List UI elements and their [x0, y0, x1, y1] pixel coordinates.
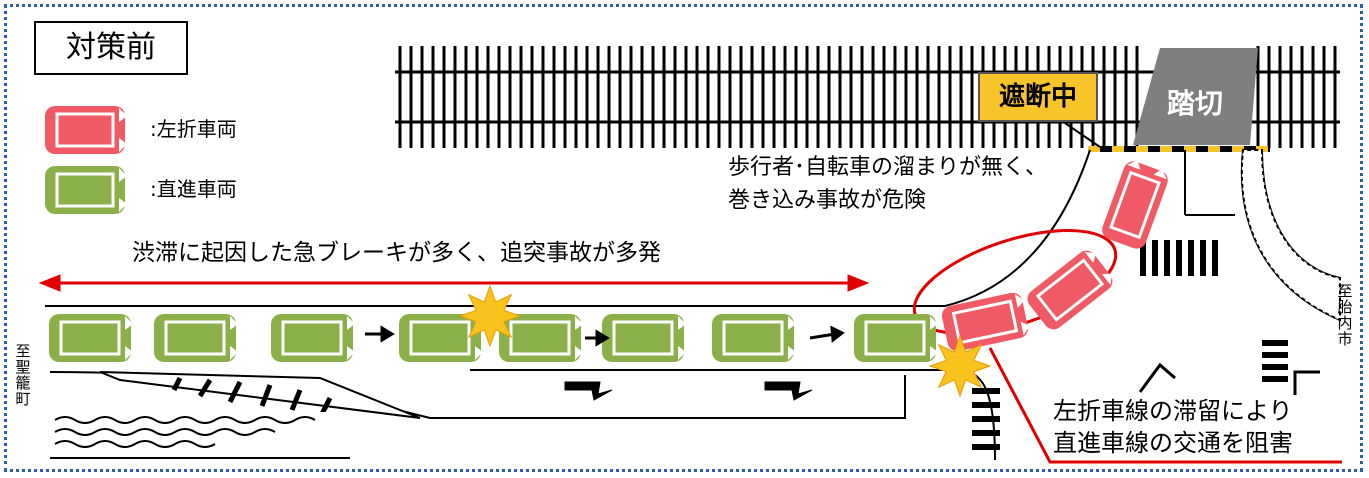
straight-car-icon — [399, 314, 483, 362]
legend-car-icon — [45, 106, 127, 154]
left-turn-car-icon — [1027, 250, 1113, 330]
lane-arrows — [564, 381, 813, 401]
railroad-crossing — [1133, 48, 1258, 145]
direction-left-char: 町 — [15, 390, 31, 408]
legend-straight-swatch — [45, 166, 127, 214]
direction-right-char: 市 — [1337, 330, 1353, 348]
legend-left-turn-swatch — [45, 106, 127, 154]
railway-track — [395, 46, 1340, 148]
direction-left-char: 至 — [15, 342, 31, 360]
direction-left-char: 籠 — [15, 374, 31, 392]
collision-burst-icon — [458, 284, 522, 348]
collision-markers — [458, 284, 992, 398]
straight-car-icon — [49, 314, 133, 362]
straight-car-icon — [712, 314, 796, 362]
island — [1241, 149, 1341, 322]
direction-right-label: 至 胎 内 市 — [1336, 283, 1354, 347]
straight-car-icon — [271, 314, 355, 362]
blocking-caption-line1: 左折車線の滞留により — [1053, 396, 1293, 426]
direction-left-label: 至 聖 籠 町 — [14, 343, 32, 407]
straight-vehicles — [49, 314, 938, 362]
status-badge: 遮断中 — [978, 72, 1098, 122]
straight-car-icon — [854, 314, 938, 362]
left-turn-vehicles — [941, 160, 1168, 352]
crossing-label: 踏切 — [1166, 87, 1223, 120]
pedestrian-caption-line1: 歩行者･自転車の溜まりが無く、 — [728, 153, 1048, 183]
congestion-caption: 渋滞に起因した急ブレーキが多く、追突事故が多発 — [132, 238, 661, 268]
direction-right-char: 胎 — [1337, 298, 1353, 316]
congestion-arrow — [38, 274, 870, 292]
crosswalk-right — [1262, 340, 1288, 382]
left-turn-car-icon — [1102, 160, 1168, 249]
diagram-frame — [4, 4, 1363, 472]
collision-burst-icon — [928, 334, 992, 398]
queue-arrows — [365, 325, 845, 347]
straight-car-icon — [499, 314, 583, 362]
crosswalk-bottom — [972, 388, 1000, 450]
legend-car-icon — [45, 166, 127, 214]
legend-straight-label: :直進車両 — [150, 177, 237, 201]
straight-car-icon — [154, 314, 238, 362]
pedestrian-caption-line2: 巻き込み事故が危険 — [728, 186, 927, 216]
blocking-caption-line2: 直進車線の交通を阻害 — [1053, 428, 1293, 458]
direction-right-char: 至 — [1337, 282, 1353, 300]
direction-left-char: 聖 — [15, 358, 31, 376]
crosswalk-top — [1140, 240, 1218, 276]
callout-line — [988, 347, 1342, 464]
legend-left-turn-label: :左折車両 — [150, 117, 237, 141]
direction-right-char: 内 — [1337, 314, 1353, 332]
page-title: 対策前 — [34, 21, 188, 75]
straight-car-icon — [602, 314, 686, 362]
left-turn-car-icon — [941, 292, 1030, 352]
